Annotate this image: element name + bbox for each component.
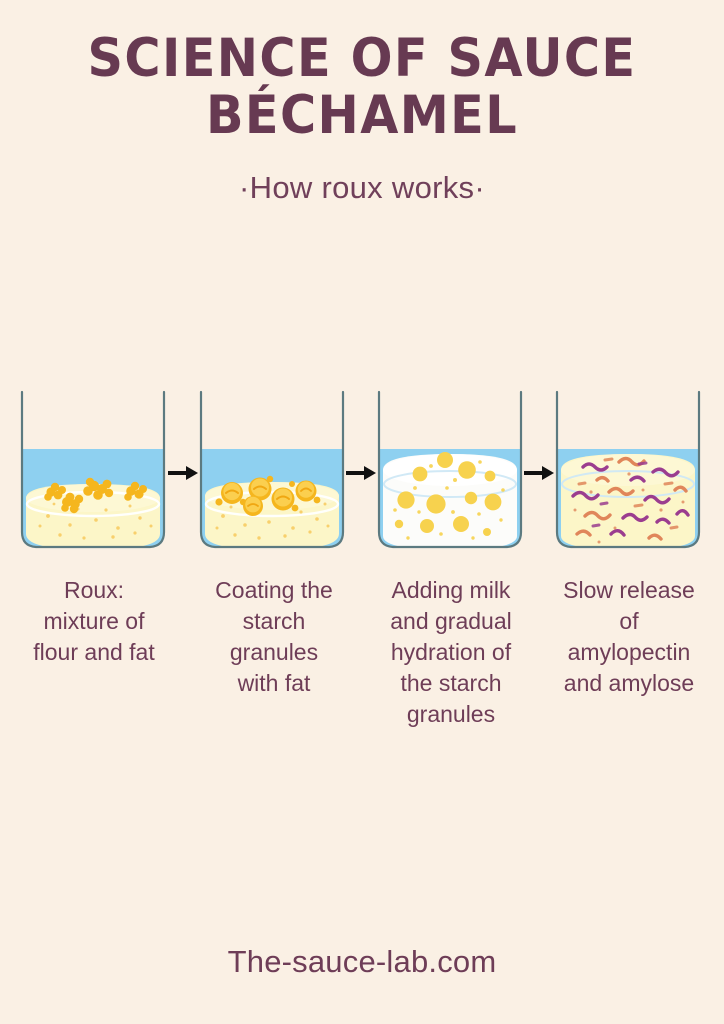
header: Science of Sauce Béchamel ·How roux work…: [0, 32, 724, 206]
coated-granules: [215, 475, 321, 516]
fat-clusters: [44, 477, 147, 514]
beaker-3-illustration: [377, 390, 523, 549]
page-subtitle: ·How roux works·: [239, 169, 485, 205]
arrow-step-2-to-3: [346, 463, 378, 483]
page-title: Science of Sauce Béchamel: [25, 32, 698, 146]
arrow-right-icon: [524, 466, 554, 480]
beaker-2-illustration: [199, 390, 345, 549]
diagram-step-3: [375, 390, 525, 552]
footer-website: The-sauce-lab.com: [227, 944, 497, 979]
diagram-step-4: [553, 390, 703, 552]
beaker-outline: [199, 390, 345, 549]
arrow-step-1-to-2: [168, 463, 200, 483]
polymer-strands: [571, 456, 690, 541]
beaker-1-illustration: [20, 390, 166, 549]
diagram-step-1: [18, 390, 168, 552]
title-line-1: Science of Sauce: [87, 28, 637, 89]
beaker-outline: [20, 390, 166, 549]
diagram-step-2: [197, 390, 347, 552]
process-diagram: [0, 390, 724, 552]
arrow-right-icon: [168, 466, 198, 480]
beaker-outline: [377, 390, 523, 549]
beaker-4-illustration: [555, 390, 701, 549]
beaker-outline: [555, 390, 701, 549]
arrow-step-3-to-4: [524, 463, 556, 483]
arrow-right-icon: [346, 466, 376, 480]
starch-granules: [394, 452, 502, 536]
title-line-2: Béchamel: [205, 84, 519, 146]
